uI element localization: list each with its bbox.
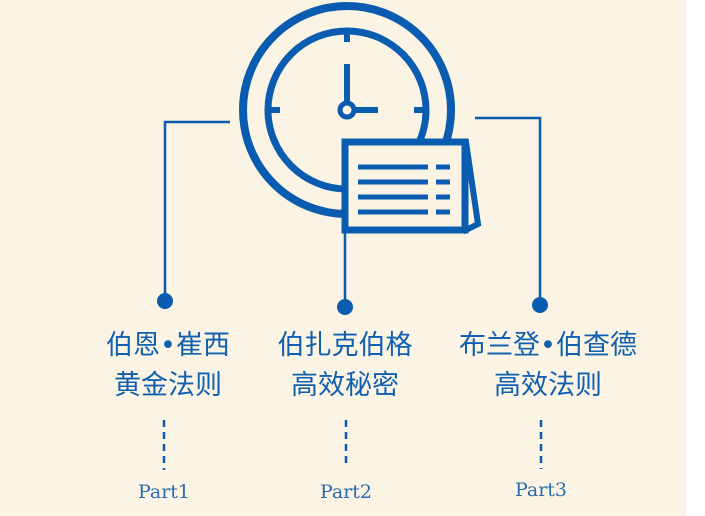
- column-2-title: 伯扎克伯格高效秘密: [277, 330, 413, 401]
- background: [0, 0, 686, 516]
- calendar: [341, 138, 469, 234]
- column-1-title: 伯恩•崔西黄金法则: [106, 330, 230, 401]
- connector-dot: [532, 297, 548, 313]
- part-3-label: Part3: [514, 479, 568, 501]
- part-1-label: Part1: [137, 481, 191, 503]
- connectors: [163, 116, 542, 307]
- connector-dot: [157, 293, 173, 309]
- clock-with-calendar-icon: [239, 2, 482, 235]
- column-3-title: 布兰登•伯查德高效法则: [459, 330, 637, 401]
- part-2-label: Part2: [319, 481, 373, 503]
- connector-dot: [337, 299, 353, 315]
